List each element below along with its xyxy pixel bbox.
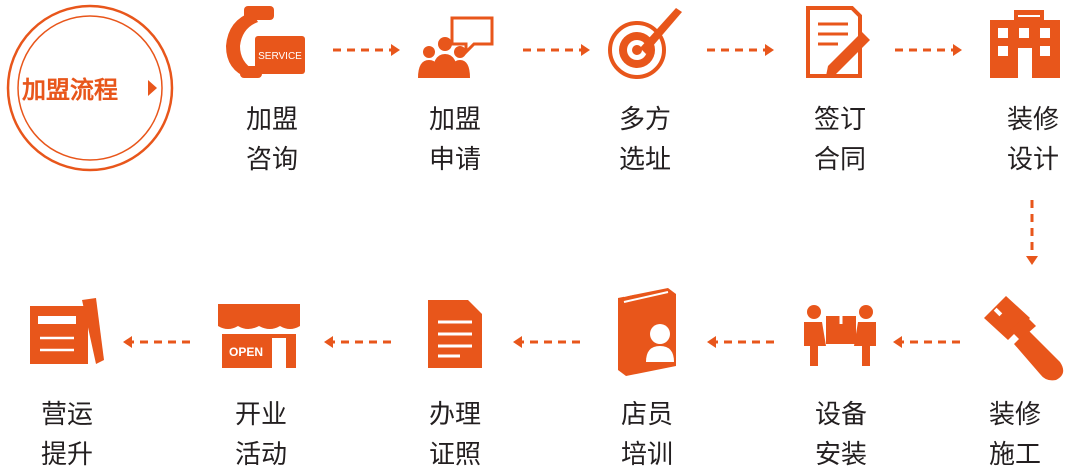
dashed-arrow xyxy=(523,44,590,56)
step-label-line1: 店员 xyxy=(620,400,673,430)
arrowhead-icon xyxy=(707,336,716,348)
step-label-line2: 施工 xyxy=(988,440,1041,470)
step-label: 开业 活动 xyxy=(206,395,316,475)
arrowhead-icon xyxy=(513,336,522,348)
dashed-arrow xyxy=(707,336,774,348)
arrowhead-icon xyxy=(391,44,400,56)
step-label: 设备 安装 xyxy=(786,395,896,475)
step-label-line1: 签订 xyxy=(813,105,866,135)
svg-text:OPEN: OPEN xyxy=(229,345,263,359)
step-label-line1: 加盟 xyxy=(428,105,481,135)
dashed-arrow xyxy=(1026,200,1038,265)
target-pencil-icon xyxy=(608,8,682,79)
step-label: 装修 施工 xyxy=(960,395,1065,475)
step-label-line1: 装修 xyxy=(988,400,1041,430)
dashed-arrow xyxy=(893,336,960,348)
movers-box-icon xyxy=(804,305,876,366)
step-label-line1: 装修 xyxy=(1006,105,1059,135)
arrowhead-icon xyxy=(953,44,962,56)
step-label-line1: 设备 xyxy=(814,400,867,430)
step-label: 签订 合同 xyxy=(785,100,895,180)
step-label-line1: 开业 xyxy=(234,400,287,430)
people-chat-icon xyxy=(418,16,494,78)
dashed-arrow xyxy=(895,44,962,56)
step-label-line2: 选址 xyxy=(618,145,671,175)
document-icon xyxy=(428,300,482,368)
brush-roller-icon xyxy=(984,296,1064,381)
arrowhead-icon xyxy=(581,44,590,56)
step-label: 多方 选址 xyxy=(590,100,700,180)
dashed-arrow xyxy=(324,336,391,348)
step-label: 加盟 咨询 xyxy=(217,100,327,180)
step-label-line1: 营运 xyxy=(40,400,93,430)
step-label-line1: 加盟 xyxy=(245,105,298,135)
arrowhead-icon xyxy=(1026,256,1038,265)
dashed-arrow xyxy=(707,44,774,56)
dashed-arrow xyxy=(513,336,580,348)
step-label-line2: 咨询 xyxy=(245,145,298,175)
dashed-arrow xyxy=(333,44,400,56)
step-label-line1: 多方 xyxy=(618,105,671,135)
step-label: 营运 提升 xyxy=(12,395,122,475)
step-label-line2: 安装 xyxy=(814,440,867,470)
svg-text:SERVICE: SERVICE xyxy=(258,51,302,62)
step-label: 装修 设计 xyxy=(978,100,1065,180)
title-badge xyxy=(6,4,174,172)
title-arrow-icon xyxy=(148,80,157,96)
step-label: 店员 培训 xyxy=(592,395,702,475)
step-label-line2: 设计 xyxy=(1006,145,1059,175)
step-label-line2: 提升 xyxy=(40,440,93,470)
open-store-icon: OPEN xyxy=(218,304,300,368)
step-label-line2: 证照 xyxy=(428,440,481,470)
step-label: 加盟 申请 xyxy=(400,100,510,180)
book-person-icon xyxy=(618,285,676,376)
step-label-line2: 合同 xyxy=(813,145,866,175)
step-label-line2: 活动 xyxy=(234,440,287,470)
step-label-line1: 办理 xyxy=(428,400,481,430)
arrowhead-icon xyxy=(123,336,132,348)
step-label-line2: 申请 xyxy=(428,145,481,175)
arrowhead-icon xyxy=(324,336,333,348)
paper-pen-icon xyxy=(30,298,104,364)
process-title: 加盟流程 xyxy=(22,76,118,104)
building-icon xyxy=(990,10,1060,78)
arrowhead-icon xyxy=(765,44,774,56)
arrowhead-icon xyxy=(893,336,902,348)
step-label-line2: 培训 xyxy=(620,440,673,470)
dashed-arrow xyxy=(123,336,190,348)
step-label: 办理 证照 xyxy=(400,395,510,475)
contract-pen-icon xyxy=(806,6,870,78)
phone-service-icon: SERVICE xyxy=(226,6,305,78)
